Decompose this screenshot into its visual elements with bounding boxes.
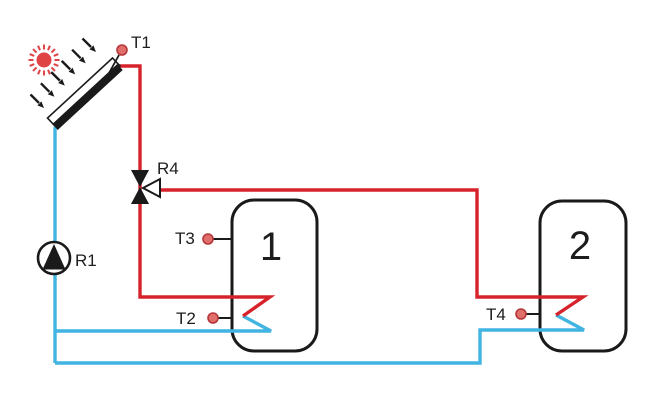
label-t2: T2 — [176, 309, 196, 328]
sensor-t1-lead — [108, 54, 120, 74]
label-r1: R1 — [75, 251, 97, 270]
tank1-number: 1 — [259, 225, 283, 269]
storage-tank-2 — [538, 199, 628, 353]
label-t4: T4 — [486, 305, 506, 324]
pipe-cold-tank2-outlet — [55, 313, 585, 365]
pipe-hot-collector-to-tank1 — [119, 64, 276, 318]
pump-icon — [36, 240, 72, 276]
sensor-t2-dot — [207, 312, 219, 324]
temperature-sensors — [108, 44, 540, 324]
tank2-number: 2 — [568, 224, 592, 268]
label-t3: T3 — [175, 229, 195, 248]
collector-absorber — [52, 64, 123, 130]
sensor-t4-dot — [515, 308, 527, 320]
sensor-t1-dot — [116, 44, 128, 56]
label-r4: R4 — [157, 159, 179, 178]
solar-collector — [46, 56, 123, 130]
cold-pipes — [53, 127, 585, 365]
sensor-t3-dot — [202, 233, 214, 245]
storage-tank-1 — [230, 198, 319, 353]
sun-icon — [28, 44, 60, 76]
collector-glazing — [46, 56, 122, 128]
three-way-valve-icon — [131, 170, 161, 204]
label-t1: T1 — [131, 33, 151, 52]
hot-pipes — [119, 64, 589, 318]
pipe-cold-tank1-outlet — [55, 314, 272, 333]
pipe-hot-valve-to-tank2 — [157, 188, 589, 317]
